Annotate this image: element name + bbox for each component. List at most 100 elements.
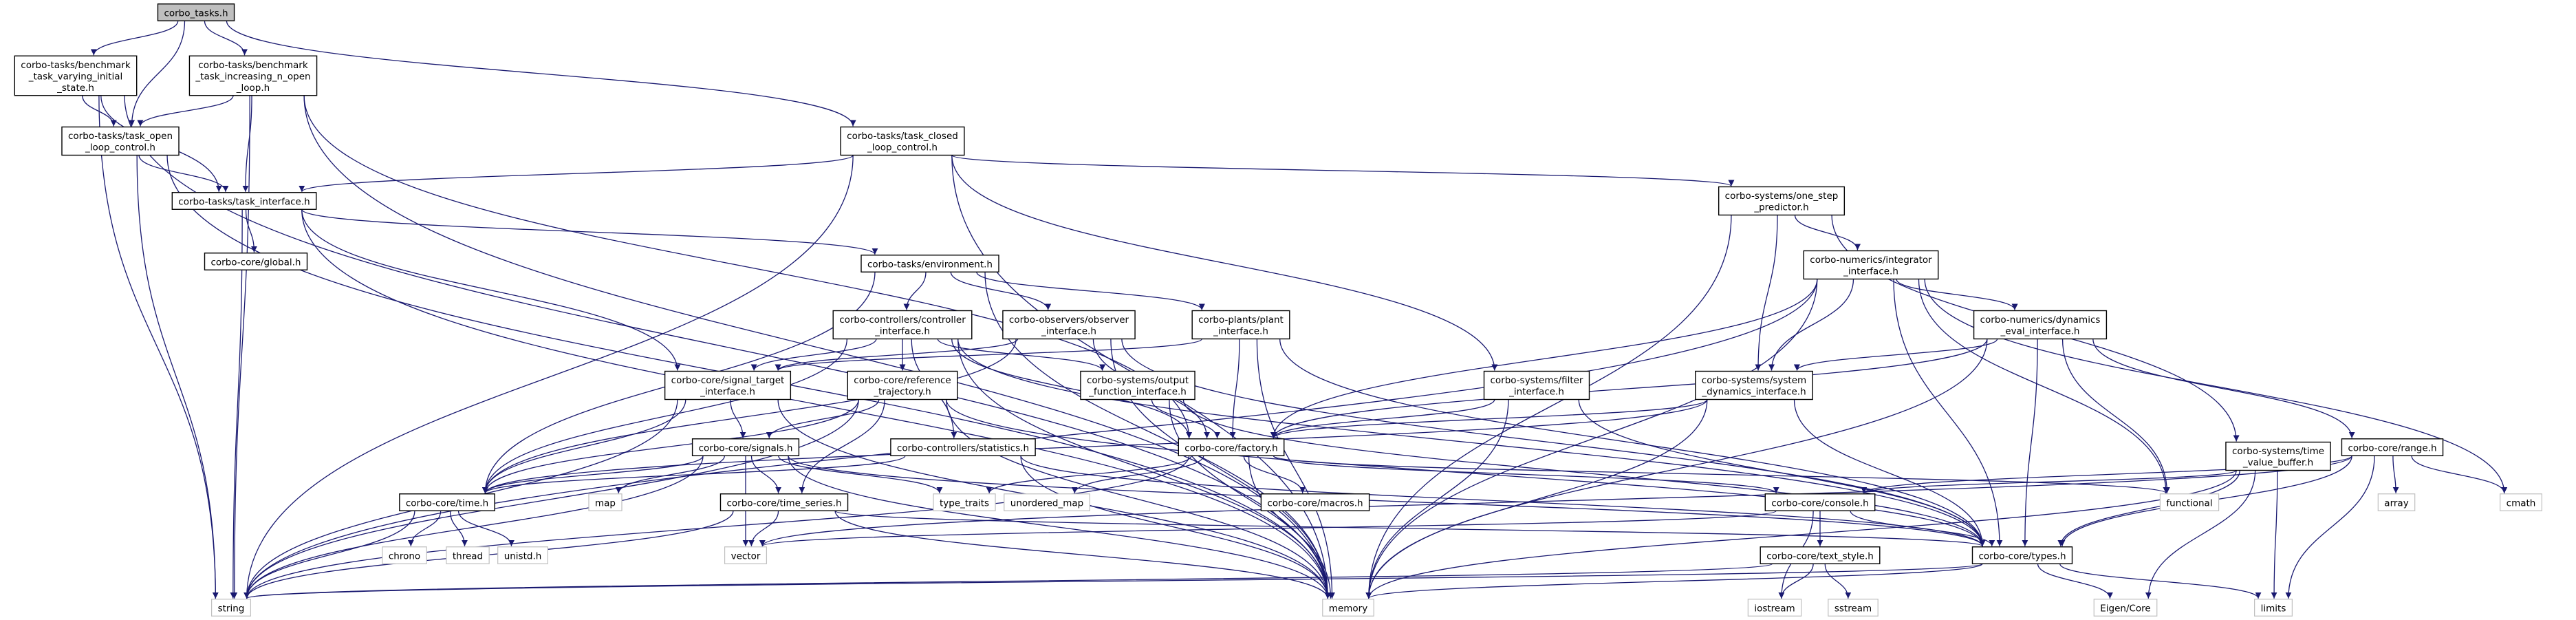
node-box: [691, 438, 800, 456]
edge-time-to-unistd: [457, 511, 515, 546]
node-binc[interactable]: corbo-tasks/benchmark_task_increasing_n_…: [188, 55, 318, 96]
node-factory[interactable]: corbo-core/factory.h: [1178, 438, 1285, 456]
node-box: [840, 126, 965, 156]
node-types[interactable]: corbo-core/types.h: [1971, 546, 2073, 564]
node-range[interactable]: corbo-core/range.h: [2341, 438, 2444, 456]
edge-console-to-vector: [759, 510, 1777, 547]
node-tvb[interactable]: corbo-systems/time_value_buffer.h: [2225, 441, 2331, 471]
node-time[interactable]: corbo-core/time.h: [399, 493, 495, 511]
node-label: thread: [453, 550, 483, 562]
node-outfunc[interactable]: corbo-systems/output_function_interface.…: [1080, 370, 1195, 400]
node-label: corbo-tasks/benchmark: [21, 60, 131, 71]
edge-reftraj-to-types: [946, 399, 1986, 546]
edge-reftraj-to-string: [243, 399, 859, 599]
node-label: corbo-core/global.h: [211, 257, 301, 268]
node-vector: vector: [724, 546, 768, 564]
edge-factory-to-functional: [1273, 455, 2169, 494]
edge-root-to-topen: [129, 21, 186, 127]
node-box: [188, 55, 318, 96]
edge-plant-to-factory: [1229, 339, 1240, 438]
node-filter[interactable]: corbo-systems/filter_interface.h: [1483, 370, 1590, 400]
node-label: unistd.h: [504, 550, 542, 562]
edge-sysdyn-to-time: [482, 399, 1708, 493]
node-console[interactable]: corbo-core/console.h: [1764, 493, 1876, 511]
node-box: [1760, 546, 1881, 564]
edge-signals-to-map: [615, 456, 726, 493]
node-tclosed[interactable]: corbo-tasks/task_closed_loop_control.h: [840, 126, 965, 156]
node-signals[interactable]: corbo-core/signals.h: [691, 438, 800, 456]
node-label: corbo-numerics/dynamics: [1980, 314, 2101, 325]
node-env[interactable]: corbo-tasks/environment.h: [861, 255, 999, 272]
node-timeseries[interactable]: corbo-core/time_series.h: [719, 493, 849, 511]
node-label: corbo-plants/plant: [1198, 314, 1284, 325]
node-box: [890, 438, 1036, 456]
node-memory: memory: [1322, 599, 1374, 617]
node-label: corbo-observers/observer: [1009, 314, 1129, 325]
edge-sysdyn-to-types: [1793, 399, 1986, 546]
node-stats[interactable]: corbo-controllers/statistics.h: [890, 438, 1036, 456]
node-box: [1002, 310, 1136, 340]
node-reftraj[interactable]: corbo-core/reference_trajectory.h: [847, 370, 958, 400]
node-box: [1747, 599, 1802, 617]
edge-ctrl-to-time: [481, 339, 848, 493]
node-box: [1971, 546, 2073, 564]
edge-osp-to-integ: [1794, 215, 1861, 250]
edge-bvar-to-string: [98, 95, 219, 599]
node-label: _interface.h: [1213, 326, 1268, 337]
node-osp[interactable]: corbo-systems/one_step_predictor.h: [1718, 186, 1846, 216]
node-label: corbo-core/console.h: [1771, 498, 1868, 509]
node-string: string: [211, 599, 251, 617]
node-ctrl[interactable]: corbo-controllers/controller_interface.h: [832, 310, 973, 340]
node-root[interactable]: corbo_tasks.h: [157, 3, 235, 21]
edge-root-to-bvar: [90, 21, 179, 56]
node-bvar[interactable]: corbo-tasks/benchmark_task_varying_initi…: [14, 55, 138, 96]
node-label: functional: [2166, 498, 2212, 509]
edge-signals-to-typetraits: [778, 456, 943, 493]
edge-layer: [82, 21, 2508, 599]
edge-integ-to-sysdyn: [1768, 279, 1854, 371]
edge-dyneval-to-range: [2092, 339, 2355, 438]
edge-obs-to-sigtarget: [775, 338, 1019, 372]
edge-outfunc-to-types: [1182, 399, 1986, 546]
edge-ctrl-to-outfunc: [937, 339, 1106, 371]
edge-tclosed-to-filter: [951, 155, 1498, 371]
node-macros[interactable]: corbo-core/macros.h: [1260, 493, 1370, 511]
node-box: [861, 255, 999, 272]
edge-integ-to-dyneval: [1896, 279, 2018, 310]
edge-signals-to-memory: [788, 456, 1331, 599]
node-label: corbo-controllers/statistics.h: [897, 442, 1029, 453]
node-textstyle[interactable]: corbo-core/text_style.h: [1760, 546, 1881, 564]
edge-bvar-to-topen: [82, 95, 117, 127]
edge-stats-to-memory: [1020, 456, 1331, 599]
node-label: corbo-core/macros.h: [1267, 498, 1363, 509]
node-label: corbo-systems/filter: [1491, 375, 1583, 386]
edge-integ-to-types: [1893, 279, 2003, 546]
node-global[interactable]: corbo-core/global.h: [204, 253, 308, 270]
edge-tiface-to-string: [230, 209, 243, 599]
edge-dyneval-to-types: [2022, 339, 2038, 546]
edge-binc-to-topen: [137, 95, 234, 127]
edge-tiface-to-global: [245, 209, 257, 253]
node-plant[interactable]: corbo-plants/plant_interface.h: [1191, 310, 1290, 340]
node-label: cmath: [2507, 498, 2536, 509]
node-tiface[interactable]: corbo-tasks/task_interface.h: [171, 192, 317, 210]
node-box: [2225, 441, 2331, 471]
node-label: corbo-core/reference: [854, 375, 951, 386]
edge-osp-to-memory: [1365, 215, 1732, 599]
node-chrono: chrono: [382, 546, 427, 564]
node-label: corbo-core/range.h: [2348, 442, 2436, 453]
node-box: [171, 192, 317, 210]
node-label: corbo-systems/system: [1702, 375, 1806, 386]
edge-tclosed-to-tiface: [299, 154, 854, 193]
node-sysdyn[interactable]: corbo-systems/system_dynamics_interface.…: [1695, 370, 1813, 400]
node-sigtarget[interactable]: corbo-core/signal_target_interface.h: [664, 370, 792, 400]
node-label: corbo-tasks/task_closed: [847, 131, 958, 142]
node-obs[interactable]: corbo-observers/observer_interface.h: [1002, 310, 1136, 340]
edge-textstyle-to-string: [244, 563, 1773, 599]
node-dyneval[interactable]: corbo-numerics/dynamics_eval_interface.h: [1973, 310, 2108, 340]
node-box: [61, 126, 180, 156]
node-integ[interactable]: corbo-numerics/integrator_interface.h: [1803, 250, 1939, 280]
edge-factory-to-typetraits: [986, 456, 1192, 493]
node-topen[interactable]: corbo-tasks/task_open_loop_control.h: [61, 126, 180, 156]
node-label: _function_interface.h: [1088, 387, 1187, 398]
